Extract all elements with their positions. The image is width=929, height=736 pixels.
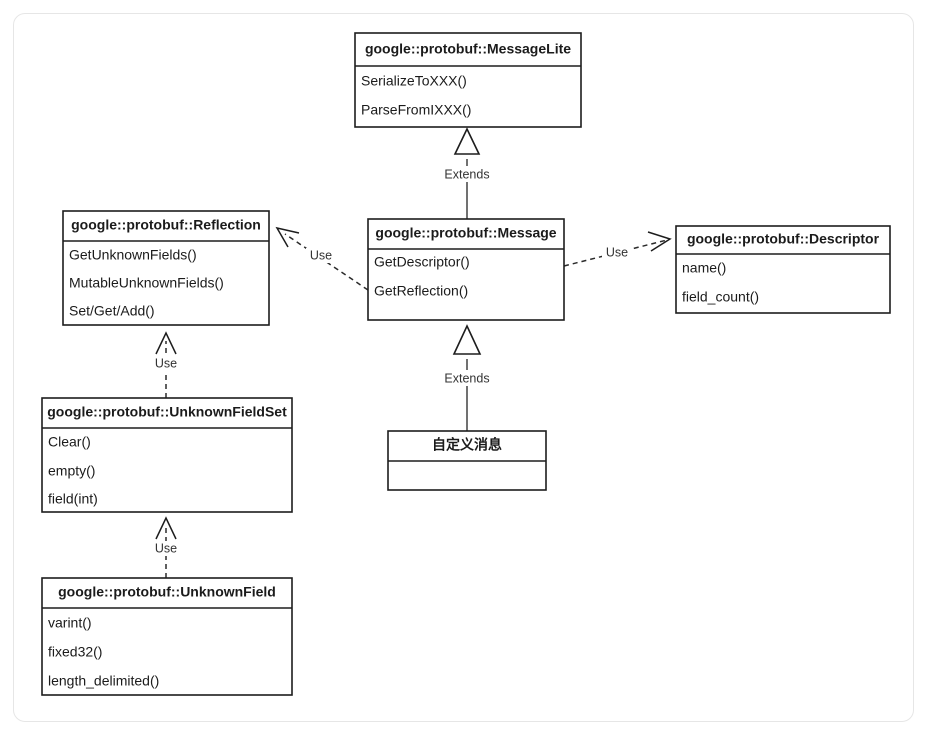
hollow-triangle-arrowhead-icon bbox=[452, 324, 482, 355]
open-arrowhead-icon bbox=[275, 226, 300, 248]
edge-label-use: Use bbox=[155, 356, 177, 370]
class-member: MutableUnknownFields() bbox=[69, 275, 224, 291]
edge-label-use: Use bbox=[606, 245, 628, 259]
edge-message-extends-messagelite: Extends bbox=[441, 127, 493, 219]
edge-label-backdrop bbox=[306, 248, 336, 263]
edge-label-backdrop bbox=[441, 370, 493, 386]
class-box-outline bbox=[41, 577, 293, 696]
open-arrowhead-icon bbox=[155, 331, 177, 355]
class-title: google::protobuf::MessageLite bbox=[365, 41, 571, 57]
class-member: length_delimited() bbox=[48, 673, 159, 689]
edge-label-extends: Extends bbox=[444, 371, 489, 385]
class-member: GetUnknownFields() bbox=[69, 247, 197, 263]
class-member: field_count() bbox=[682, 289, 759, 305]
class-title: google::protobuf::UnknownField bbox=[58, 584, 276, 600]
edge-unknownfieldset-uses-reflection: Use bbox=[151, 331, 182, 398]
class-member: field(int) bbox=[48, 491, 98, 507]
class-member: ParseFromIXXX() bbox=[361, 102, 471, 118]
edge-label-extends: Extends bbox=[444, 167, 489, 181]
class-member: name() bbox=[682, 260, 726, 276]
class-member: Set/Get/Add() bbox=[69, 303, 155, 319]
class-box-outline bbox=[62, 210, 270, 326]
edge-unknownfield-uses-unknownfieldset: Use bbox=[151, 516, 182, 578]
class-box-reflection[interactable]: google::protobuf::Reflection GetUnknownF… bbox=[62, 210, 270, 326]
class-member: GetDescriptor() bbox=[374, 254, 470, 270]
class-member: GetReflection() bbox=[374, 283, 468, 299]
class-box-unknown-field-set[interactable]: google::protobuf::UnknownFieldSet Clear(… bbox=[41, 397, 293, 513]
edge-label-use: Use bbox=[310, 248, 332, 262]
class-box-custom-message[interactable]: 自定义消息 bbox=[387, 430, 547, 491]
class-box-outline bbox=[354, 32, 582, 128]
class-box-unknown-field[interactable]: google::protobuf::UnknownField varint() … bbox=[41, 577, 293, 696]
edge-label-backdrop bbox=[151, 541, 182, 556]
edge-custommessage-extends-message: Extends bbox=[441, 324, 493, 431]
edge-line bbox=[284, 233, 369, 291]
edge-label-backdrop bbox=[602, 245, 632, 260]
class-box-descriptor[interactable]: google::protobuf::Descriptor name() fiel… bbox=[675, 225, 891, 314]
edge-message-uses-descriptor: Use bbox=[563, 231, 672, 267]
class-member: fixed32() bbox=[48, 644, 102, 660]
class-title: 自定义消息 bbox=[432, 437, 502, 453]
class-title: google::protobuf::Message bbox=[375, 225, 556, 241]
class-member: empty() bbox=[48, 463, 95, 479]
class-member: SerializeToXXX() bbox=[361, 73, 467, 89]
class-member: Clear() bbox=[48, 434, 91, 450]
class-title: google::protobuf::UnknownFieldSet bbox=[47, 404, 287, 420]
hollow-triangle-arrowhead-icon bbox=[453, 127, 481, 155]
class-box-outline bbox=[675, 225, 891, 314]
class-box-outline bbox=[41, 397, 293, 513]
open-arrowhead-icon bbox=[155, 516, 177, 540]
edge-label-use: Use bbox=[155, 541, 177, 555]
class-title: google::protobuf::Reflection bbox=[71, 217, 261, 233]
edge-label-backdrop bbox=[151, 356, 182, 371]
class-box-message-lite[interactable]: google::protobuf::MessageLite SerializeT… bbox=[354, 32, 582, 128]
open-arrowhead-icon bbox=[647, 231, 672, 252]
class-title: google::protobuf::Descriptor bbox=[687, 231, 880, 247]
class-box-outline bbox=[367, 218, 565, 321]
class-member: varint() bbox=[48, 615, 92, 631]
edge-message-uses-reflection: Use bbox=[275, 226, 369, 291]
edge-label-backdrop bbox=[441, 166, 493, 182]
class-box-message[interactable]: google::protobuf::Message GetDescriptor(… bbox=[367, 218, 565, 321]
